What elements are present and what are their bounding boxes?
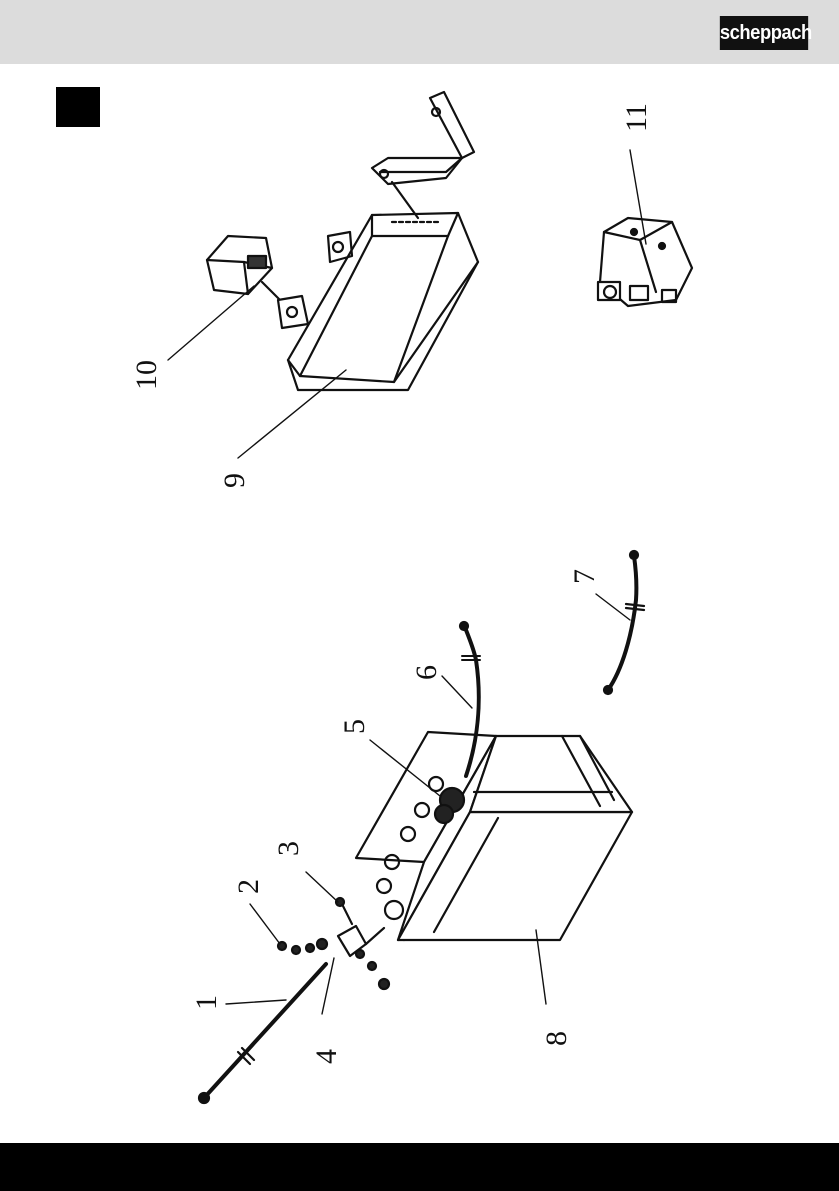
callout-1: 1	[190, 995, 223, 1010]
part-8-tank	[356, 732, 632, 940]
part-9-control-box	[288, 213, 478, 390]
callout-7: 7	[568, 569, 601, 584]
parts-1-4-valve-assembly	[199, 898, 389, 1103]
mounting-bracket	[372, 92, 474, 218]
part-7-hose	[604, 551, 644, 694]
callout-9: 9	[218, 473, 251, 488]
callout-5: 5	[338, 719, 371, 734]
callout-2: 2	[232, 879, 265, 894]
footer-bar	[0, 1143, 839, 1191]
exploded-parts-diagram: 1 2 3 4 5 6 7 8 9 10 11	[0, 64, 839, 1143]
callout-10: 10	[130, 360, 163, 390]
part-11-motor	[598, 218, 692, 306]
callout-4: 4	[310, 1049, 343, 1064]
brand-logo: scheppach	[720, 16, 808, 50]
callout-6: 6	[410, 665, 443, 680]
callout-3: 3	[272, 841, 305, 856]
header-bar: scheppach	[0, 0, 839, 64]
callout-8: 8	[540, 1031, 573, 1046]
callout-11: 11	[620, 103, 653, 132]
